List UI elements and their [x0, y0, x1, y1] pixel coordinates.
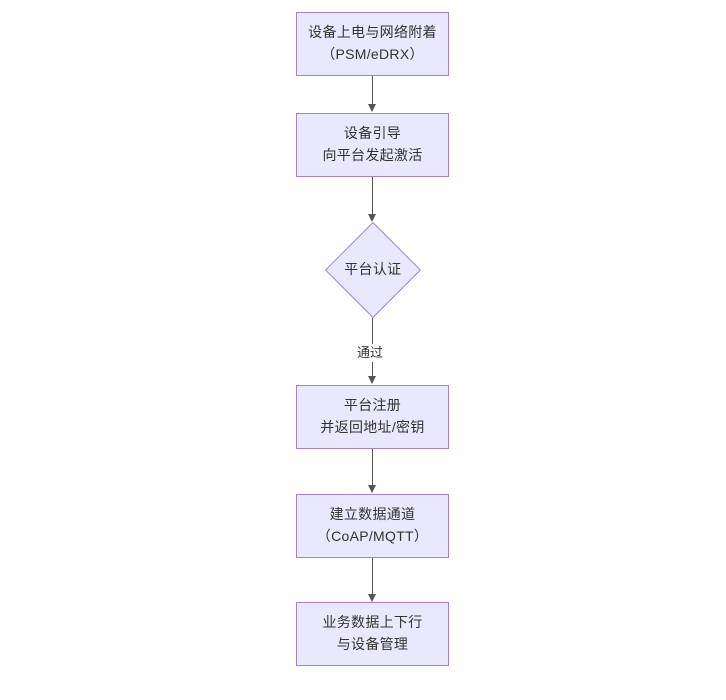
arrow-head-icon [368, 104, 376, 112]
flow-node-label: 平台注册 并返回地址/密钥 [320, 397, 425, 435]
arrow-head-icon [368, 485, 376, 493]
flow-node-label: 设备上电与网络附着 （PSM/eDRX） [308, 24, 437, 62]
flow-node-power-on[interactable]: 设备上电与网络附着 （PSM/eDRX） [296, 12, 449, 76]
arrow-head-icon [368, 214, 376, 222]
flow-node-label: 设备引导 向平台发起激活 [322, 125, 423, 163]
flow-node-business-data[interactable]: 业务数据上下行 与设备管理 [296, 602, 449, 666]
flow-node-label: 平台认证 [343, 261, 402, 278]
arrow-head-icon [368, 376, 376, 384]
flow-node-label: 建立数据通道 （CoAP/MQTT） [316, 506, 429, 544]
flow-node-data-channel[interactable]: 建立数据通道 （CoAP/MQTT） [296, 494, 449, 558]
flow-edge-bootstrap-to-auth [372, 177, 373, 215]
flow-node-platform-auth[interactable]: 平台认证 [324, 221, 421, 319]
flow-node-bootstrap[interactable]: 设备引导 向平台发起激活 [296, 113, 449, 177]
flow-node-platform-register[interactable]: 平台注册 并返回地址/密钥 [296, 385, 449, 449]
arrow-head-icon [368, 594, 376, 602]
flow-node-label: 业务数据上下行 与设备管理 [322, 614, 423, 652]
flow-edge-register-to-channel [372, 449, 373, 486]
flow-edge-label-pass: 通过 [355, 344, 386, 362]
flow-edge-power-on-to-bootstrap [372, 76, 373, 105]
flow-edge-channel-to-business [372, 558, 373, 595]
